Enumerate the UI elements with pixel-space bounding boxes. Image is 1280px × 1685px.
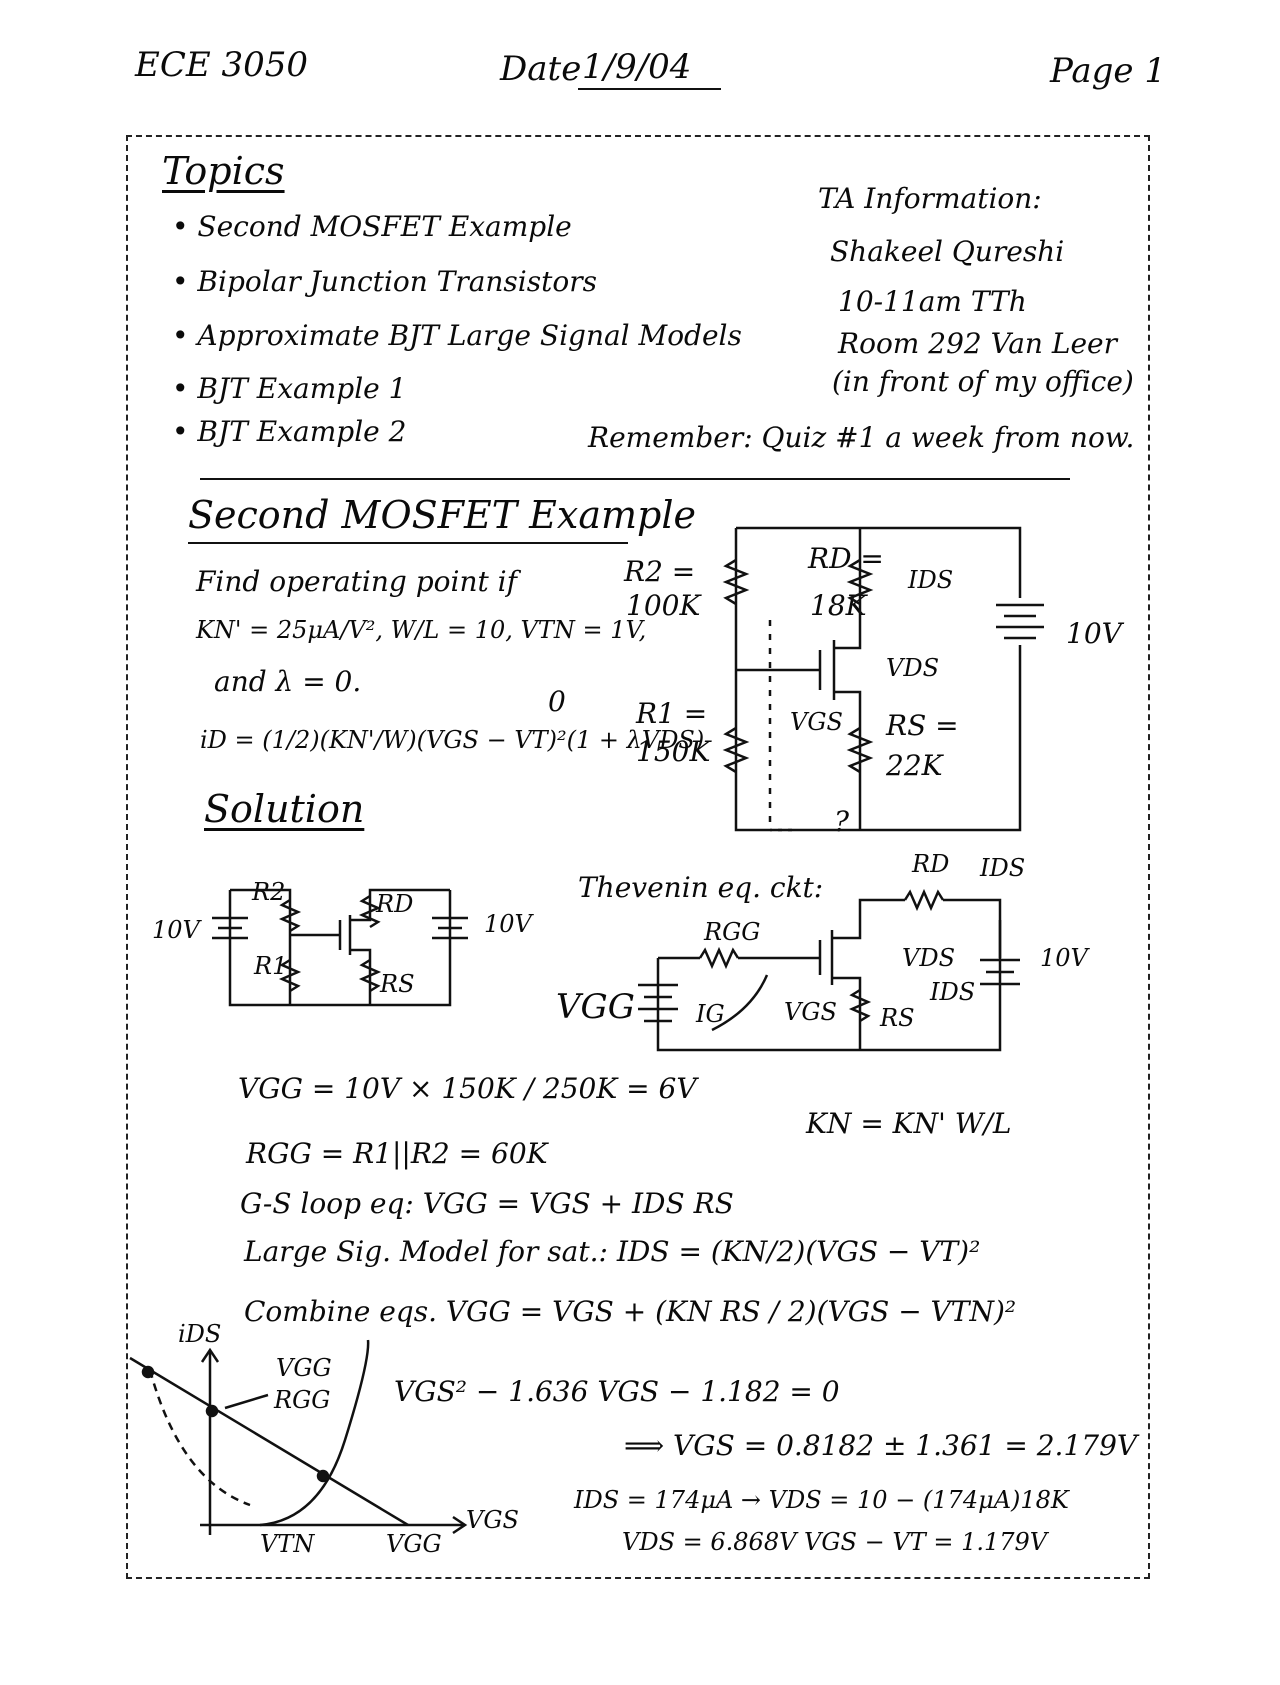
topic-item: Bipolar Junction Transistors (172, 268, 597, 296)
rgg-label: RGG (704, 918, 761, 946)
rs-label: RS = (886, 709, 959, 742)
vgs-label-2: VGS (784, 998, 837, 1026)
problem-line: and λ = 0. (214, 665, 362, 698)
ta-heading: TA Information: (818, 182, 1042, 215)
graph-intercept-bottom: RGG (274, 1386, 331, 1414)
rs-value: 22K (886, 749, 943, 782)
course-code: ECE 3050 (135, 45, 308, 85)
c2-vsrc-left: 10V (152, 916, 200, 944)
kn-equation: KN = KN' W/L (806, 1107, 1012, 1140)
equation-line: G-S loop eq: VGG = VGS + IDS RS (240, 1187, 734, 1220)
graph-vgg-tick: VGG (386, 1530, 442, 1558)
topic-item: Second MOSFET Example (172, 213, 571, 241)
lambda-zero-mark: 0 (548, 685, 566, 718)
page-number: Page 1 (1050, 51, 1166, 91)
ids-label-top: IDS (980, 854, 1026, 882)
thevenin-title: Thevenin eq. ckt: (578, 871, 824, 904)
ta-name: Shakeel Qureshi (830, 235, 1065, 268)
topic-item: BJT Example 2 (172, 418, 406, 446)
problem-line: iD = (1/2)(KN'/W)(VGS − VT)²(1 + λVDS) (200, 726, 705, 754)
vds-label: VDS (886, 654, 940, 682)
quiz-reminder: Remember: Quiz #1 a week from now. (588, 421, 1135, 454)
graph-x-label: VGS (466, 1506, 519, 1534)
date-label: Date (500, 49, 582, 89)
rd-label-2: RD (912, 850, 950, 878)
equation-line: Large Sig. Model for sat.: IDS = (KN/2)(… (244, 1235, 981, 1268)
vsrc-label-2: 10V (1040, 944, 1088, 972)
solution-label: Solution (204, 787, 365, 831)
rs-label-2: RS (880, 1004, 915, 1032)
c2-rd-label: RD (376, 890, 414, 918)
c2-vsrc-right: 10V (484, 910, 532, 938)
ta-hours: 10-11am TTh (838, 285, 1027, 318)
c2-rs-label: RS (380, 970, 415, 998)
r1-label: R1 = (636, 697, 708, 730)
r2-label: R2 = (624, 555, 696, 588)
ids-label-2: IDS (930, 978, 976, 1006)
topics-heading: Topics (162, 149, 285, 193)
ta-note: (in front of my office) (832, 365, 1134, 398)
graph-intercept-top: VGG (276, 1354, 332, 1382)
equation-line: VGS² − 1.636 VGS − 1.182 = 0 (394, 1375, 840, 1408)
circuit-1-schematic (722, 526, 1044, 832)
circuit-2-schematic (212, 888, 468, 1007)
equation-line: VGG = 10V × 150K / 250K = 6V (238, 1072, 697, 1105)
date-value: 1/9/04 (578, 50, 722, 90)
vsrc-label: 10V (1066, 617, 1122, 650)
r2-value: 100K (626, 589, 701, 622)
graph-y-label: iDS (178, 1320, 222, 1348)
load-line-graph (129, 1339, 468, 1535)
r1-value: 150K (636, 735, 711, 768)
topic-item: Approximate BJT Large Signal Models (172, 322, 741, 350)
ta-room: Room 292 Van Leer (838, 327, 1117, 360)
thevenin-schematic (638, 888, 1020, 1052)
vgg-label: VGG (556, 987, 635, 1027)
vgs-label: VGS (790, 708, 843, 736)
graph-vtn-tick: VTN (260, 1530, 315, 1558)
ids-label: IDS (908, 566, 954, 594)
divider (200, 478, 1070, 480)
equation-line: IDS = 174μA → VDS = 10 − (174μA)18K (574, 1486, 1069, 1514)
equation-line: VDS = 6.868V VGS − VT = 1.179V (622, 1528, 1048, 1556)
equation-line: Combine eqs. VGG = VGS + (KN RS / 2)(VGS… (244, 1295, 1017, 1328)
ig-label: IG (696, 1000, 725, 1028)
problem-line: KN' = 25μA/V², W/L = 10, VTN = 1V, (196, 616, 647, 644)
content-border (126, 135, 1150, 1579)
section-title-underline (188, 542, 628, 544)
section-title: Second MOSFET Example (188, 493, 697, 537)
rd-label: RD = (808, 542, 884, 575)
c2-r2-label: R2 (252, 878, 286, 906)
question-mark: ? (834, 805, 850, 838)
topic-item: BJT Example 1 (172, 375, 406, 403)
problem-line: Find operating point if (196, 565, 517, 598)
vds-label-2: VDS (902, 944, 956, 972)
equation-line: RGG = R1||R2 = 60K (246, 1137, 548, 1170)
equation-line: ⟹ VGS = 0.8182 ± 1.361 = 2.179V (624, 1429, 1138, 1462)
